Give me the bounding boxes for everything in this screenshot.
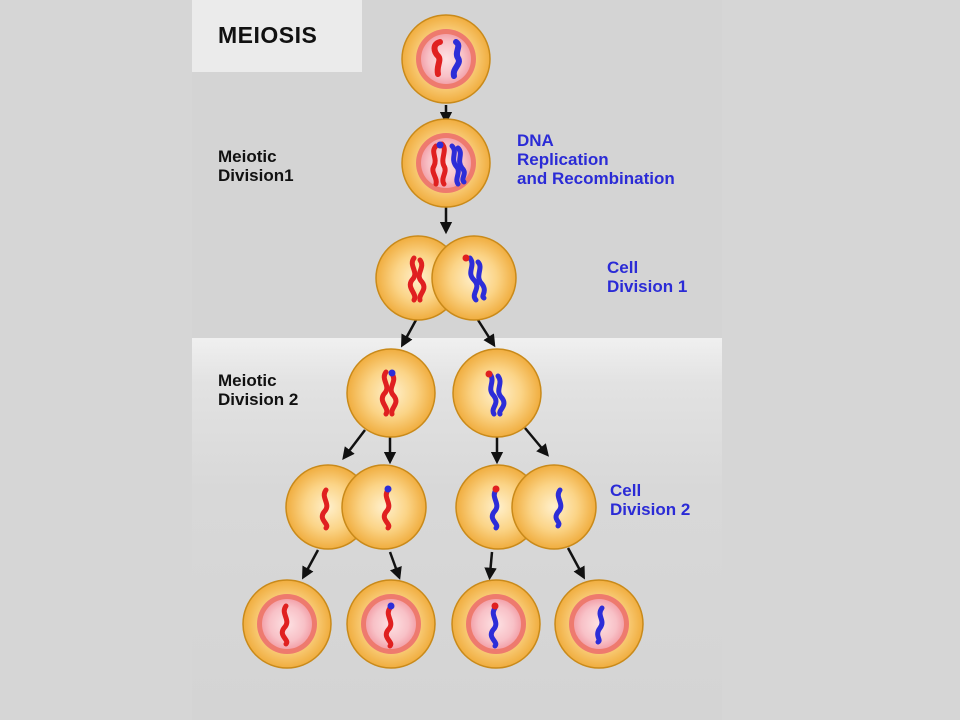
chromosome-red [388,371,399,417]
chromosome-blue [488,605,499,649]
gamete-2 [346,579,436,669]
arrow [524,427,550,457]
chromosome-blue [449,143,461,187]
chromosome-blue [455,145,467,185]
diagram-title: MEIOSIS [218,22,318,48]
title-box [192,0,362,72]
gamete-4 [554,579,644,669]
chromosome-blue [450,39,462,79]
cell-division-1 [375,235,517,321]
cell-secondary-left [346,348,436,438]
label-cell-division-1: Cell Division 1 [607,258,688,296]
chromosome-red [416,257,427,303]
label-meiotic-division-1: Meiotic Division1 [218,147,294,185]
arrow [342,429,366,460]
arrow [401,319,418,348]
arrow [476,319,496,348]
chromosome-red [439,141,448,187]
chromosome-red [383,605,394,649]
chromosome-blue [489,487,500,531]
arrow [484,551,497,581]
chromosome-red [381,487,392,531]
chromosome-red [319,487,330,531]
cell-secondary-right [452,348,542,438]
label-cell-division-2: Cell Division 2 [610,481,691,519]
gamete-1 [242,579,332,669]
label-dna-replication: DNA Replication and Recombination [517,131,675,188]
chromosome-blue [467,255,480,303]
chromosome-red [379,369,390,417]
chromosome-blue [495,373,507,417]
cell-replicated [401,118,491,208]
chromosome-red [431,39,443,77]
arrow [302,549,320,580]
chromosome-blue [475,259,487,301]
chromosome-blue [487,371,499,417]
chromosome-red [430,143,439,187]
cell-initial [401,14,491,104]
cell-division-2-right [455,464,597,550]
chromosome-blue [553,487,564,529]
arrow [566,547,585,580]
chromosome-red [279,603,290,647]
arrows [302,105,585,581]
cell-division-2-left [285,464,427,550]
chromosome-red [407,255,418,303]
chromosome-blue [595,605,605,645]
arrow [388,551,402,580]
gamete-3 [451,579,541,669]
label-meiotic-division-2: Meiotic Division 2 [218,371,299,409]
